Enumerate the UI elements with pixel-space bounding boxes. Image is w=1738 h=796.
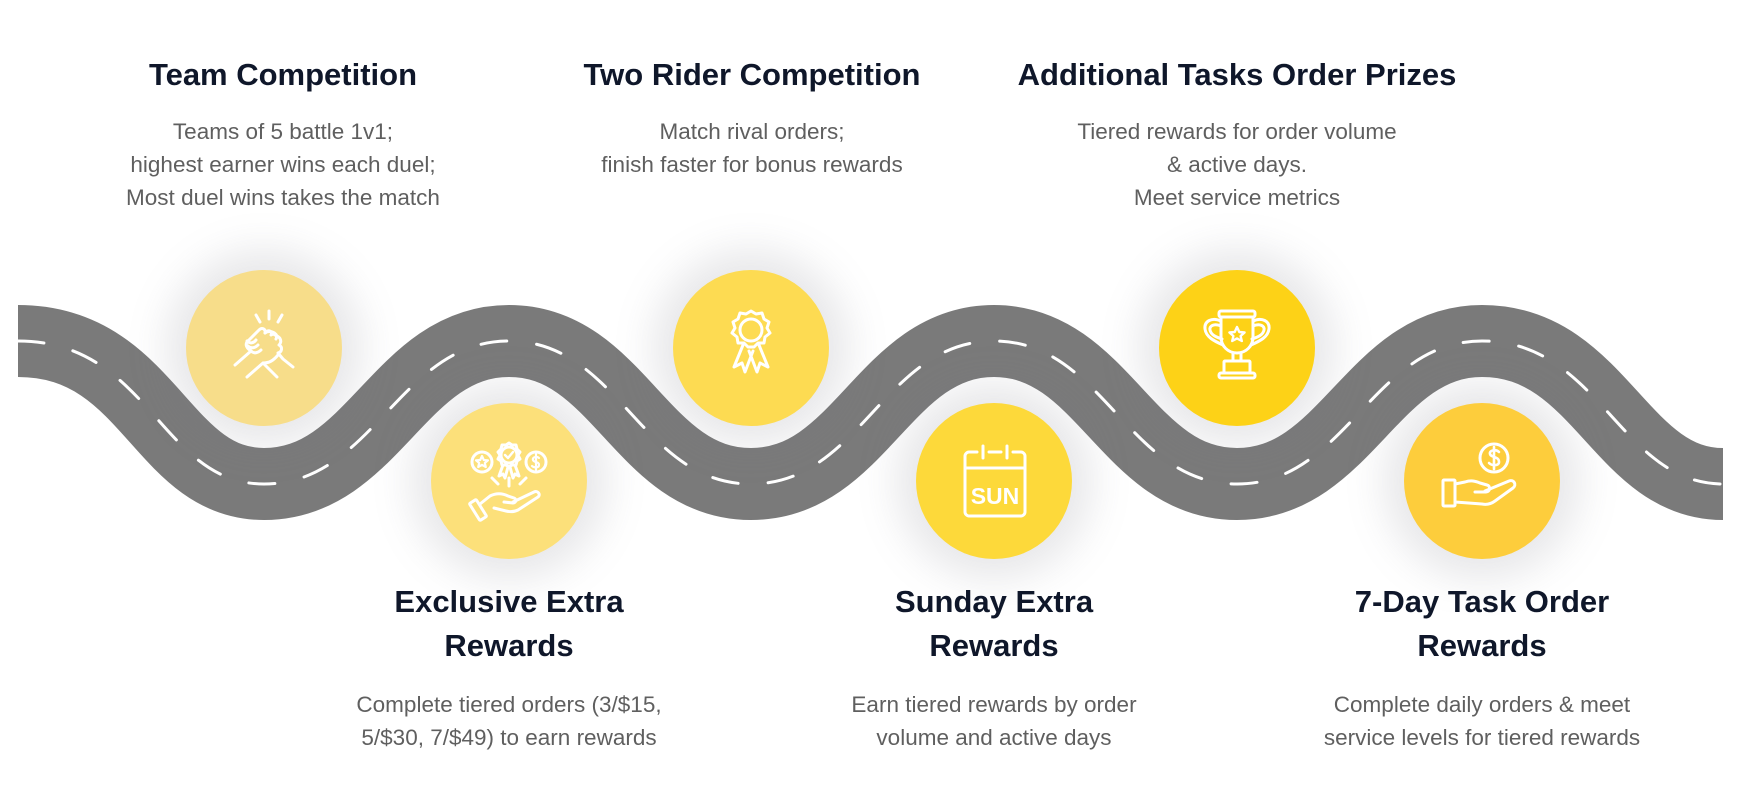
step-5-title-line: Additional Tasks Order Prizes	[1017, 57, 1457, 92]
step-6-description: Complete daily orders & meet service lev…	[1324, 688, 1640, 754]
step-4-title: Sunday Extra Rewards	[895, 580, 1093, 668]
step-6-desc-line: Complete daily orders & meet	[1333, 692, 1631, 717]
step-2-desc-line: 5/$30, 7/$49) to earn rewards	[361, 725, 657, 750]
step-6-title-line: 7-Day Task Order	[1354, 584, 1610, 619]
step-5-desc-line: Meet service metrics	[1133, 185, 1341, 210]
step-4-desc-line: volume and active days	[876, 725, 1112, 750]
step-4-description: Earn tiered rewards by order volume and …	[851, 688, 1136, 754]
step-2-circle	[431, 403, 587, 559]
step-1-desc-line: Teams of 5 battle 1v1;	[172, 119, 394, 144]
trophy-icon	[1203, 309, 1271, 380]
step-1-title: Team Competition	[149, 53, 417, 97]
step-6-title: 7-Day Task Order Rewards	[1355, 580, 1609, 668]
road-lane-marking	[16, 339, 1725, 486]
step-6-circle	[1404, 403, 1560, 559]
step-4-title-line: Rewards	[929, 628, 1059, 663]
step-2-title-line: Exclusive Extra	[394, 584, 624, 619]
step-3-title: Two Rider Competition	[584, 53, 921, 97]
step-4-circle: SUN	[916, 403, 1072, 559]
step-2-title: Exclusive Extra Rewards	[394, 580, 623, 668]
step-3-description: Match rival orders; finish faster for bo…	[601, 115, 902, 181]
step-4-title-line: Sunday Extra	[894, 584, 1094, 619]
calendar-sun-icon: SUN	[963, 444, 1027, 518]
step-2-desc-line: Complete tiered orders (3/$15,	[356, 692, 662, 717]
step-5-circle	[1159, 270, 1315, 426]
step-1-title-line: Team Competition	[148, 57, 418, 92]
step-1-desc-line: highest earner wins each duel;	[130, 152, 436, 177]
step-6-title-line: Rewards	[1417, 628, 1547, 663]
step-3-title-line: Two Rider Competition	[583, 57, 921, 92]
award-ribbon-icon	[730, 309, 772, 374]
hand-with-coin-icon	[1441, 442, 1517, 508]
step-6-desc-line: service levels for tiered rewards	[1323, 725, 1641, 750]
step-1-desc-line: Most duel wins takes the match	[126, 185, 440, 210]
step-1-circle	[186, 270, 342, 426]
step-2-description: Complete tiered orders (3/$15, 5/$30, 7/…	[356, 688, 661, 754]
step-5-description: Tiered rewards for order volume & active…	[1077, 115, 1396, 214]
step-3-desc-line: Match rival orders;	[659, 119, 845, 144]
step-5-desc-line: & active days.	[1166, 152, 1308, 177]
step-5-title: Additional Tasks Order Prizes	[1018, 53, 1457, 97]
step-2-title-line: Rewards	[444, 628, 574, 663]
calendar-day-label: SUN	[971, 483, 1020, 509]
step-3-circle	[673, 270, 829, 426]
step-4-desc-line: Earn tiered rewards by order	[851, 692, 1137, 717]
step-5-desc-line: Tiered rewards for order volume	[1077, 119, 1397, 144]
step-1-description: Teams of 5 battle 1v1; highest earner wi…	[126, 115, 440, 214]
hand-with-rewards-icon	[468, 441, 548, 522]
step-3-desc-line: finish faster for bonus rewards	[601, 152, 903, 177]
arm-wrestling-handshake-icon	[233, 309, 295, 379]
